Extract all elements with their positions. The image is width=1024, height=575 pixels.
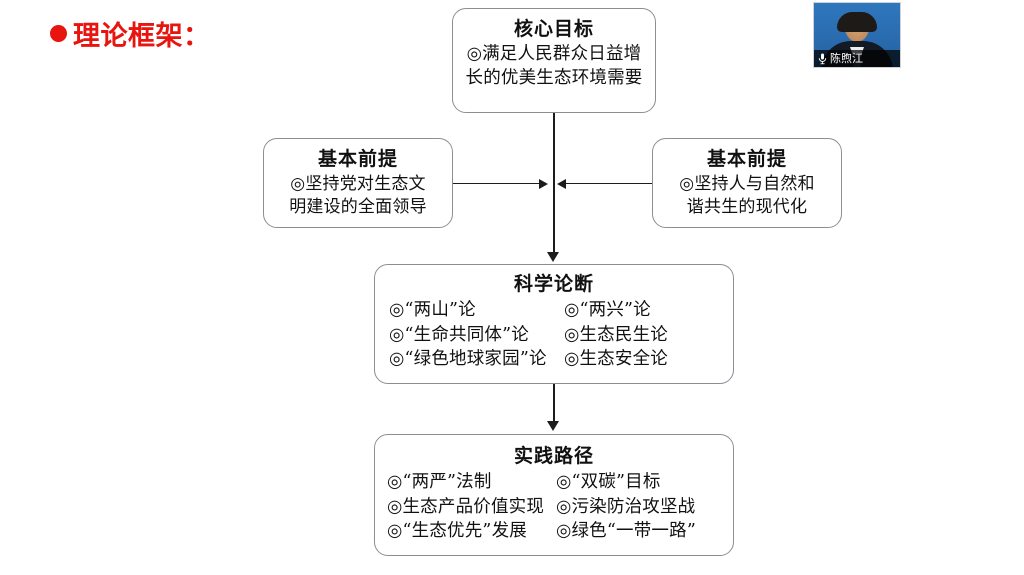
connector-science-to-practice bbox=[553, 384, 555, 424]
node-premise-left-line-1: ◎坚持党对生态文 bbox=[290, 174, 426, 195]
connector-core-goal-to-junction bbox=[553, 113, 555, 184]
node-science: 科学论断 ◎“两山”论 ◎“两兴”论 ◎“生命共同体”论 ◎生态民生论 ◎“绿色… bbox=[374, 264, 734, 384]
filled-circle-bullet-icon bbox=[50, 25, 67, 42]
node-core-goal-header: 核心目标 bbox=[513, 18, 594, 40]
list-item: ◎“绿色地球家园”论 bbox=[389, 348, 547, 369]
node-core-goal-line-1: ◎满足人民群众日益增 bbox=[466, 44, 642, 65]
list-item: ◎“双碳”目标 bbox=[556, 472, 661, 493]
node-premise-right-line-2: 谐共生的现代化 bbox=[686, 196, 808, 217]
connector-premise-left-to-junction bbox=[453, 183, 540, 185]
node-premise-left-line-2: 明建设的全面领导 bbox=[289, 196, 427, 217]
list-item: ◎“两严”法制 bbox=[387, 472, 492, 493]
node-core-goal-line-2: 长的优美生态环境需要 bbox=[465, 67, 643, 88]
node-premise-left: 基本前提 ◎坚持党对生态文 明建设的全面领导 bbox=[263, 138, 453, 228]
page-title: 理论框架： bbox=[50, 14, 211, 53]
node-premise-right-line-1: ◎坚持人与自然和 bbox=[679, 174, 815, 195]
list-item: ◎“两山”论 bbox=[389, 300, 476, 321]
list-item: ◎污染防治攻坚战 bbox=[556, 496, 696, 517]
page-title-text: 理论框架： bbox=[73, 21, 211, 52]
microphone-icon bbox=[818, 53, 827, 64]
list-item: ◎生态产品价值实现 bbox=[387, 496, 545, 517]
arrowhead-right-icon bbox=[539, 178, 548, 189]
node-core-goal: 核心目标 ◎满足人民群众日益增 长的优美生态环境需要 bbox=[452, 8, 656, 113]
list-item: ◎“两兴”论 bbox=[564, 300, 651, 321]
list-item: ◎生态民生论 bbox=[564, 324, 668, 345]
list-item: ◎生态安全论 bbox=[564, 348, 668, 369]
node-science-header: 科学论断 bbox=[513, 273, 594, 295]
speaker-name: 陈煦江 bbox=[830, 52, 863, 65]
speaker-video-thumbnail[interactable]: 陈煦江 bbox=[813, 2, 901, 68]
arrowhead-down-icon bbox=[547, 252, 559, 262]
arrowhead-down-icon bbox=[547, 421, 559, 431]
arrowhead-left-icon bbox=[557, 178, 566, 189]
node-premise-left-header: 基本前提 bbox=[317, 148, 398, 170]
speaker-name-bar: 陈煦江 bbox=[814, 50, 900, 67]
node-practice-items: ◎“两严”法制 ◎“双碳”目标 ◎生态产品价值实现 ◎污染防治攻坚战 ◎“生态优… bbox=[375, 471, 733, 543]
node-premise-right-header: 基本前提 bbox=[706, 148, 787, 170]
connector-junction-to-science bbox=[553, 184, 555, 254]
connector-premise-right-to-junction bbox=[566, 183, 652, 185]
node-practice-header: 实践路径 bbox=[513, 445, 594, 467]
node-science-items: ◎“两山”论 ◎“两兴”论 ◎“生命共同体”论 ◎生态民生论 ◎“绿色地球家园”… bbox=[375, 299, 733, 371]
node-practice: 实践路径 ◎“两严”法制 ◎“双碳”目标 ◎生态产品价值实现 ◎污染防治攻坚战 … bbox=[374, 434, 734, 556]
list-item: ◎绿色“一带一路” bbox=[556, 520, 696, 541]
list-item: ◎“生态优先”发展 bbox=[387, 520, 527, 541]
node-premise-right: 基本前提 ◎坚持人与自然和 谐共生的现代化 bbox=[652, 138, 842, 228]
list-item: ◎“生命共同体”论 bbox=[389, 324, 529, 345]
